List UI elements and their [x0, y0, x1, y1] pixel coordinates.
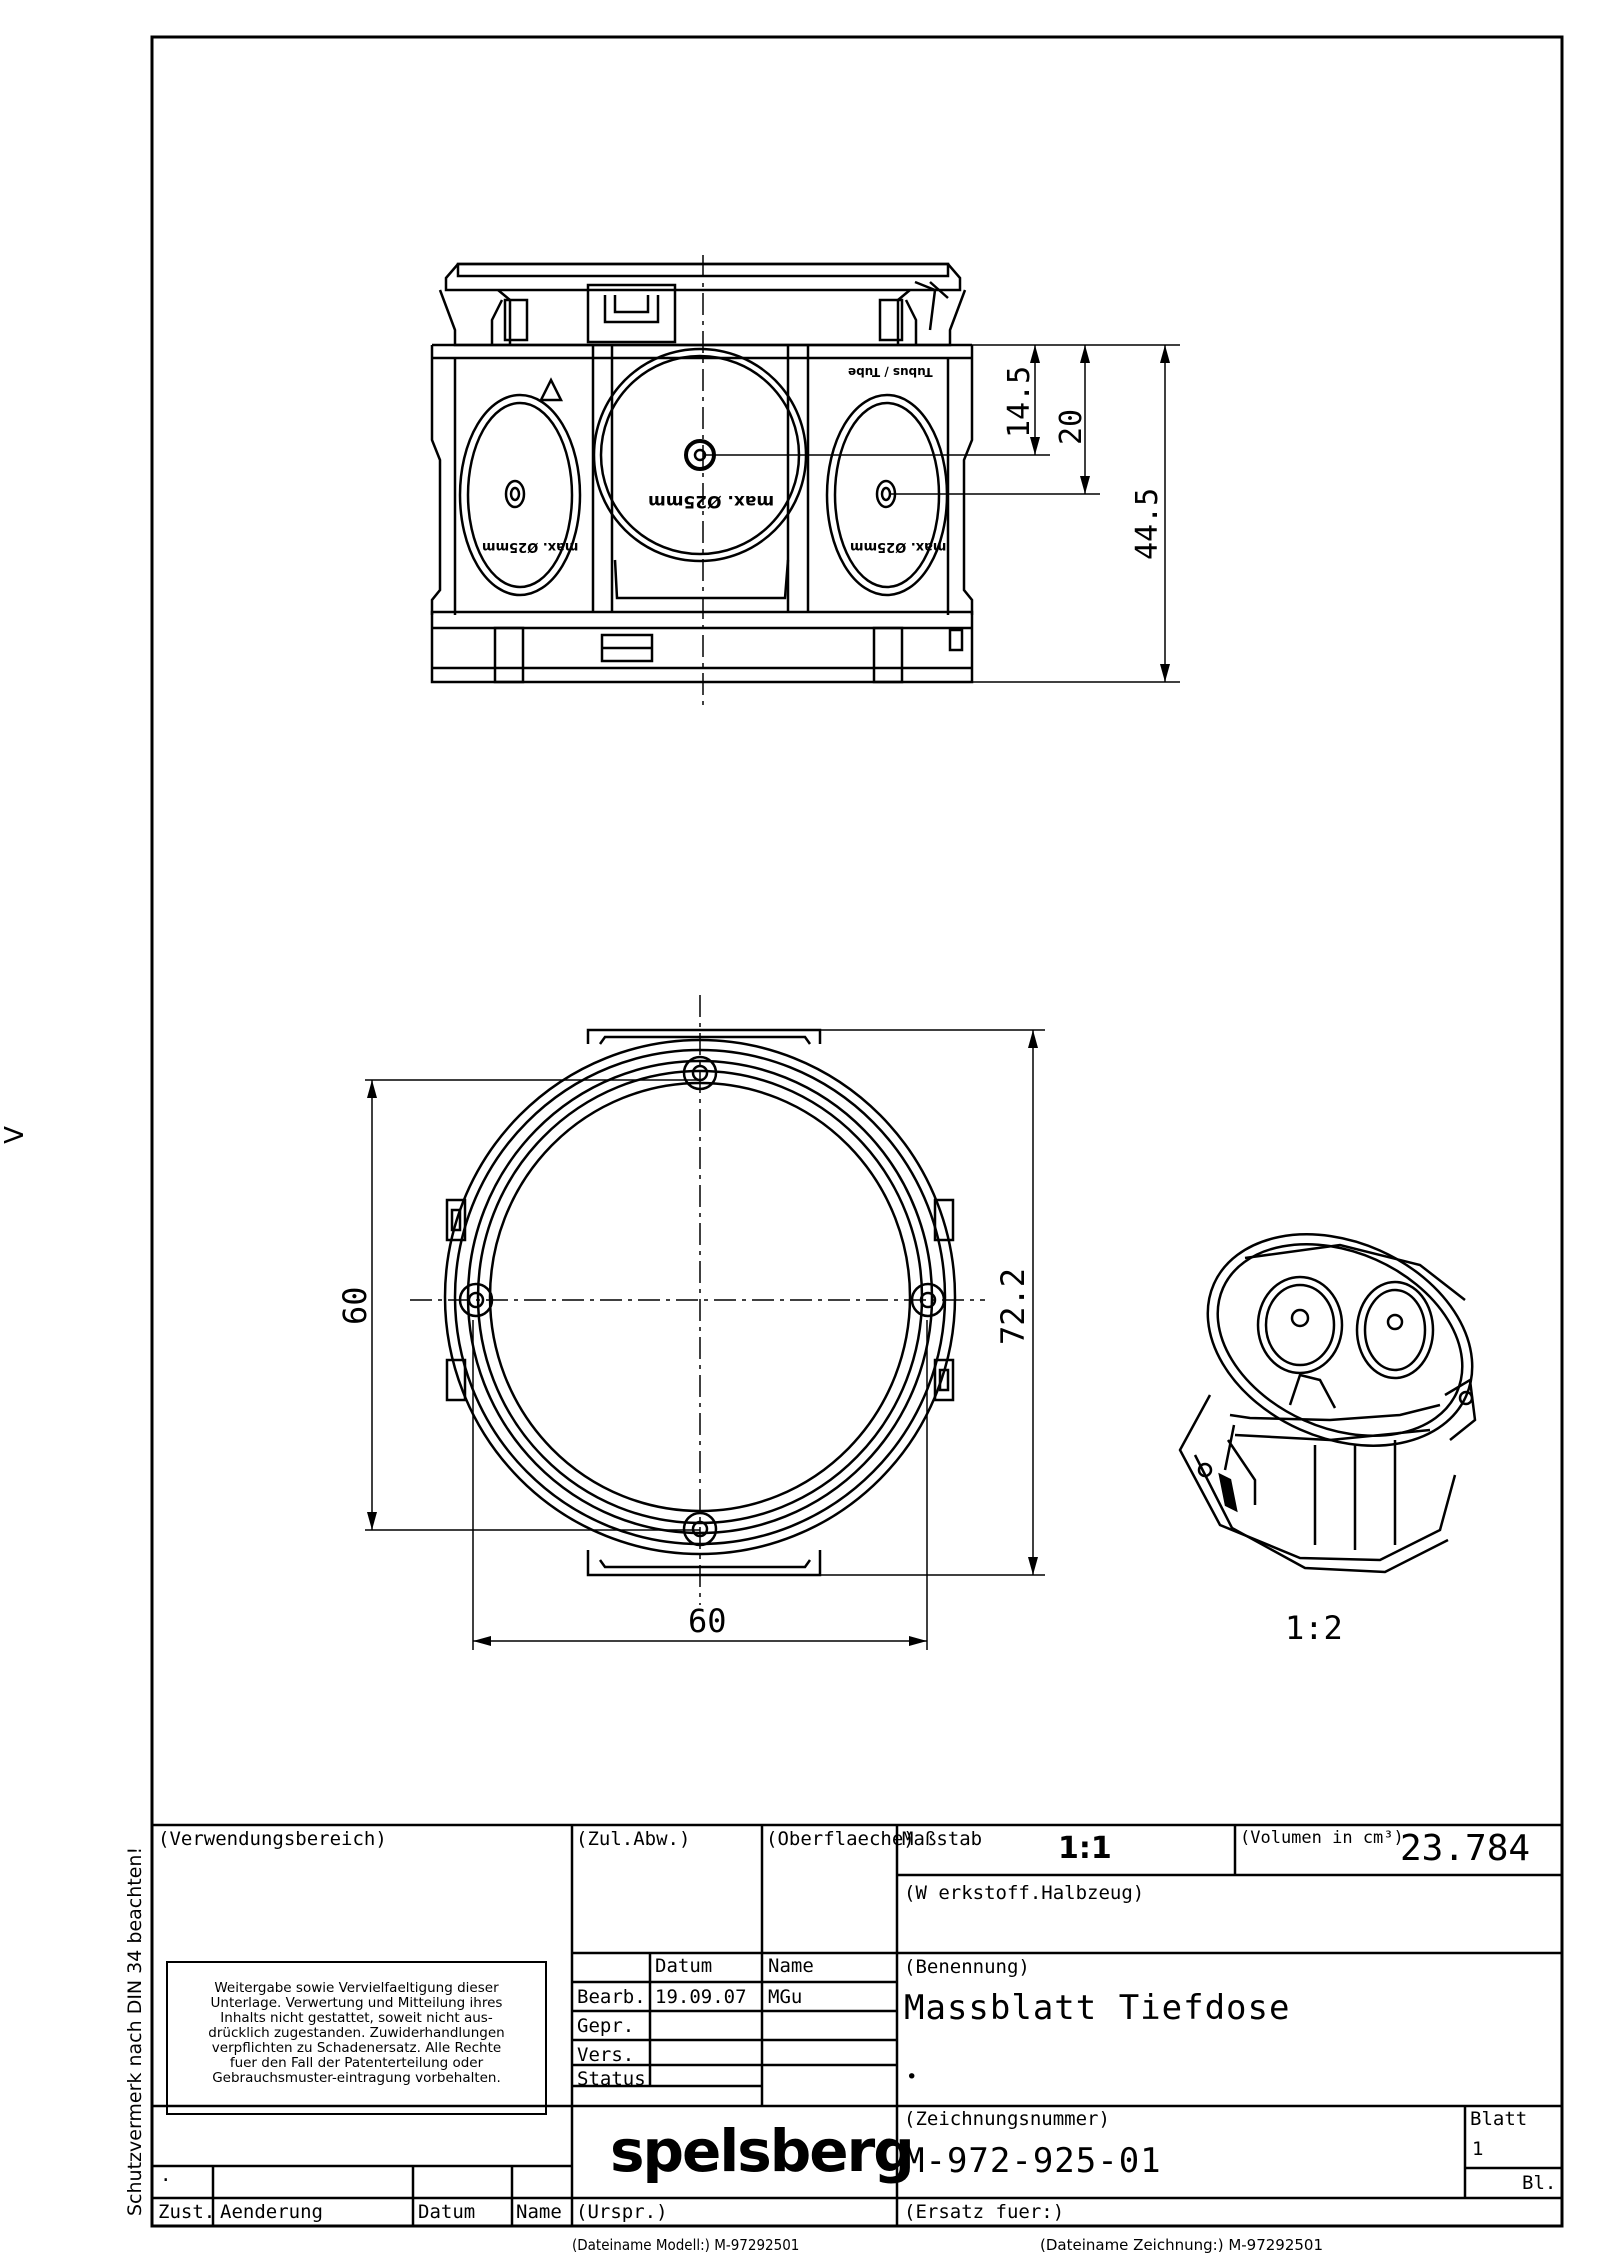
dim-top-height-60: 60 — [336, 1286, 374, 1325]
dateiname-modell: (Dateiname Modell:) M-97292501 — [572, 2236, 800, 2254]
ersatz-label: (Ersatz fuer:) — [904, 2201, 1065, 2223]
notice-line: verpflichten zu Schadenersatz. Alle Rech… — [211, 2040, 502, 2056]
notice-line: Inhalts nicht gestattet, soweit nicht au… — [220, 2010, 493, 2026]
row-vers: Vers. — [577, 2044, 635, 2066]
notice-line: drücklich zugestanden. Zuwiderhandlungen — [208, 2025, 505, 2041]
zust-label: Zust. — [158, 2201, 216, 2223]
benennung-dot: • — [906, 2066, 918, 2088]
dim-top-outer-72-2: 72.2 — [994, 1267, 1032, 1345]
massstab-value: 1:1 — [1058, 1831, 1112, 1866]
zeichnungsnummer-label: (Zeichnungsnummer) — [904, 2108, 1110, 2130]
bearb-name: MGu — [768, 1986, 803, 2008]
schutzvermerk: Schutzvermerk nach DIN 34 beachten! — [124, 1846, 146, 2216]
massstab-label: Maßstab — [902, 1828, 983, 1850]
verwendungsbereich-label: (Verwendungsbereich) — [158, 1828, 387, 1850]
zeichnungsnummer-value: M-972-925-01 — [904, 2141, 1162, 2181]
copyright-notice: Weitergabe sowie Vervielfaeltigung diese… — [166, 1961, 547, 2115]
dim-front-14-5: 14.5 — [1002, 365, 1037, 438]
drawing-frame — [150, 35, 1564, 2228]
name2-label: Name — [516, 2201, 562, 2223]
werkstoff-label: (W erkstoff.Halbzeug) — [904, 1882, 1145, 1904]
benennung-label: (Benennung) — [904, 1956, 1030, 1978]
tube-tag: Tubus / Tube — [848, 365, 933, 379]
top-view-arrowheads — [367, 1030, 1038, 1646]
oberflaeche-label: (Oberflaeche) — [766, 1828, 915, 1850]
datum2-label: Datum — [418, 2201, 476, 2223]
aenderung-label: Aenderung — [220, 2201, 323, 2223]
notice-line: fuer den Fall der Patenterteilung oder — [229, 2055, 484, 2071]
hole-label-left: max. Ø25mm — [482, 539, 579, 554]
col-datum: Datum — [655, 1955, 713, 1977]
notice-line: Gebrauchsmuster-eintragung vorbehalten. — [212, 2070, 501, 2086]
iso-view — [1178, 1233, 1477, 1574]
spelsberg-logo: spelsberg — [610, 2117, 915, 2185]
top-view — [365, 995, 1045, 1650]
blatt-value: 1 — [1472, 2138, 1484, 2160]
bl-label: Bl. — [1522, 2172, 1557, 2194]
notice-line: Weitergabe sowie Vervielfaeltigung diese… — [214, 1980, 499, 1996]
urspr-label: (Urspr.) — [576, 2201, 668, 2223]
col-name: Name — [768, 1955, 814, 1977]
bearb-datum: 19.09.07 — [655, 1986, 747, 2008]
benennung-value: Massblatt Tiefdose — [904, 1988, 1291, 2028]
row-gepr: Gepr. — [577, 2015, 635, 2037]
dim-front-20: 20 — [1054, 408, 1089, 445]
dateiname-zeichnung: (Dateiname Zeichnung:) M-97292501 — [1040, 2236, 1324, 2254]
title-block-grid — [152, 1823, 1562, 2226]
front-view — [430, 255, 1180, 710]
volumen-label: (Volumen in cm³) — [1240, 1828, 1404, 1848]
hole-label-right: max. Ø25mm — [850, 539, 947, 554]
notice-line: Unterlage. Verwertung und Mitteilung ihr… — [210, 1995, 503, 2011]
row-bearb: Bearb. — [577, 1986, 646, 2008]
front-view-arrowheads — [1030, 345, 1170, 682]
volumen-value: 23.784 — [1400, 1828, 1531, 1869]
change-dot: . — [160, 2164, 172, 2186]
side-margin-mark: V — [0, 1126, 30, 1144]
hole-label-center: max. Ø25mm — [648, 491, 775, 511]
zul-abw-label: (Zul.Abw.) — [576, 1828, 691, 1850]
blatt-label: Blatt — [1470, 2108, 1528, 2130]
dim-front-44-5: 44.5 — [1130, 487, 1165, 560]
dim-top-width-60: 60 — [688, 1602, 727, 1640]
row-status: Status — [577, 2068, 646, 2090]
iso-scale-label: 1:2 — [1285, 1609, 1343, 1647]
